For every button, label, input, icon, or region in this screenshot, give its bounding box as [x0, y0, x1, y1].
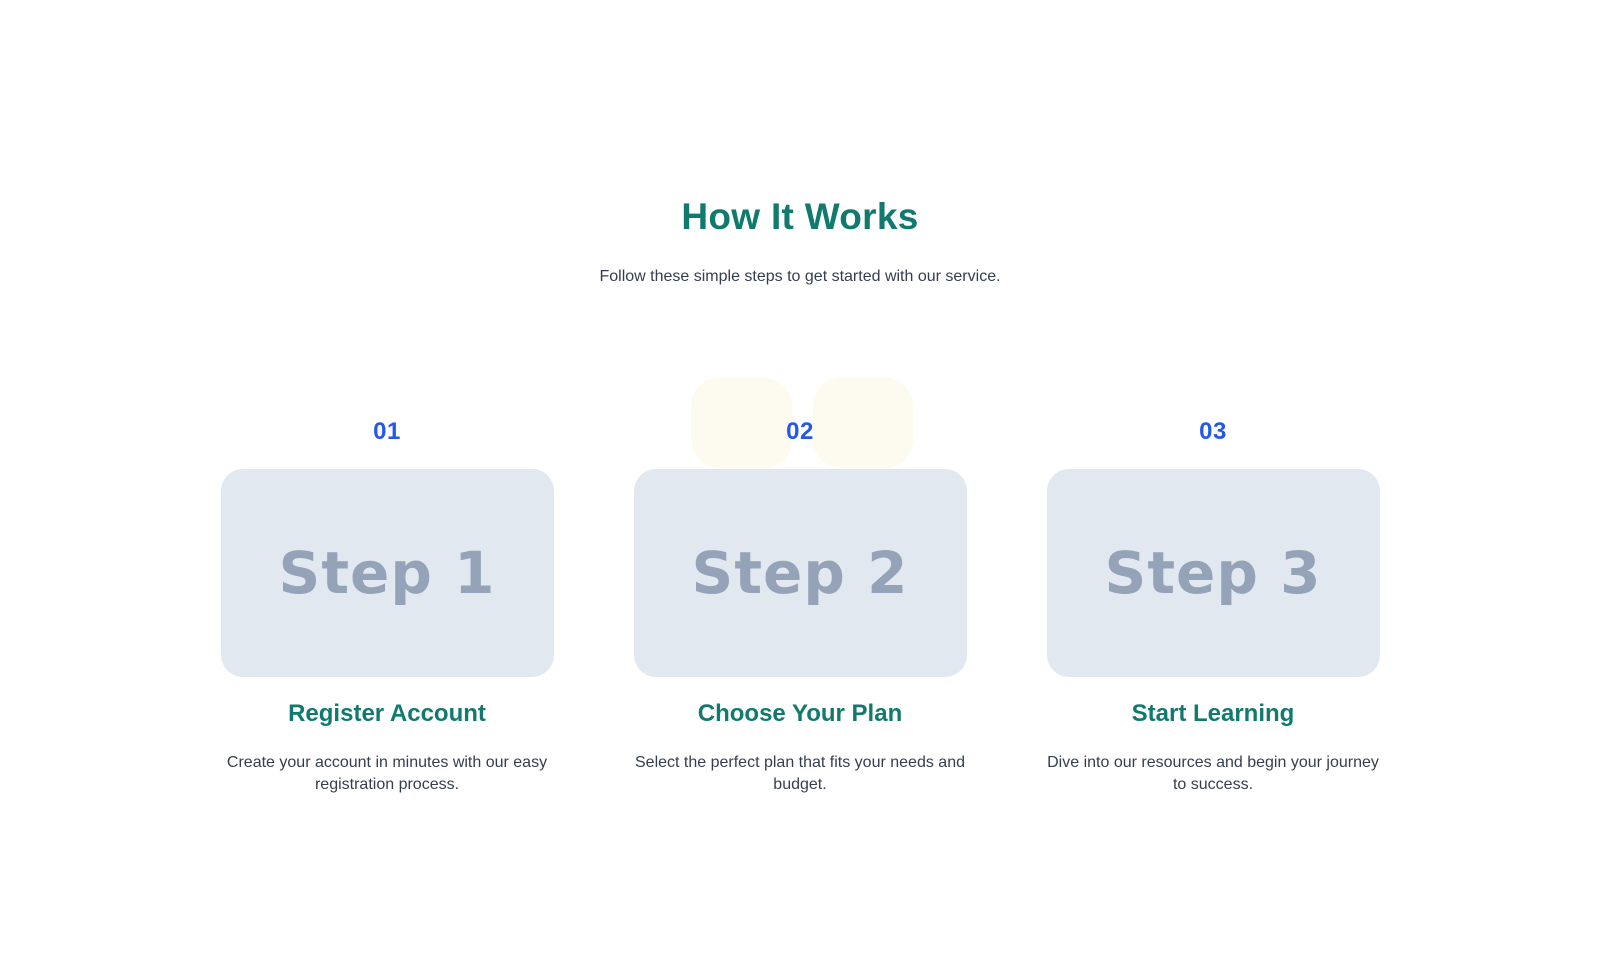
step-description-1: Create your account in minutes with our … — [226, 754, 548, 793]
step-title-3: Start Learning — [1131, 700, 1295, 727]
step-image-placeholder-text-1: Step 1 — [278, 539, 496, 607]
step-image-placeholder-text-3: Step 3 — [1104, 539, 1322, 607]
step-description-2: Select the perfect plan that fits your n… — [635, 754, 965, 793]
step-title-2: Choose Your Plan — [697, 700, 903, 727]
step-number-3: 03 — [1199, 418, 1227, 445]
section-title: How It Works — [681, 196, 919, 237]
decorative-cream-square-left — [690, 378, 792, 468]
step-image-placeholder-text-2: Step 2 — [691, 539, 909, 607]
step-image-placeholder-2: Step 2 — [633, 469, 967, 677]
step-description-3: Dive into our resources and begin your j… — [1047, 754, 1379, 793]
how-it-works-section: How It Works Follow these simple steps t… — [0, 196, 1600, 796]
step-number-2: 02 — [786, 418, 814, 445]
section-subtitle: Follow these simple steps to get started… — [599, 268, 1001, 285]
step-column-1: 01 Step 1 Register Account Create your a… — [220, 417, 554, 796]
steps-grid: 01 Step 1 Register Account Create your a… — [0, 378, 1600, 796]
step-number-1: 01 — [373, 418, 401, 445]
step-column-3: 03 Step 3 Start Learning Dive into our r… — [1046, 417, 1380, 796]
step-title-1: Register Account — [288, 700, 486, 727]
step-image-placeholder-3: Step 3 — [1046, 469, 1380, 677]
step-image-placeholder-1: Step 1 — [220, 469, 554, 677]
decorative-cream-square-right — [812, 378, 913, 468]
step-column-2: 02 Step 2 Choose Your Plan Select the pe… — [633, 378, 967, 796]
